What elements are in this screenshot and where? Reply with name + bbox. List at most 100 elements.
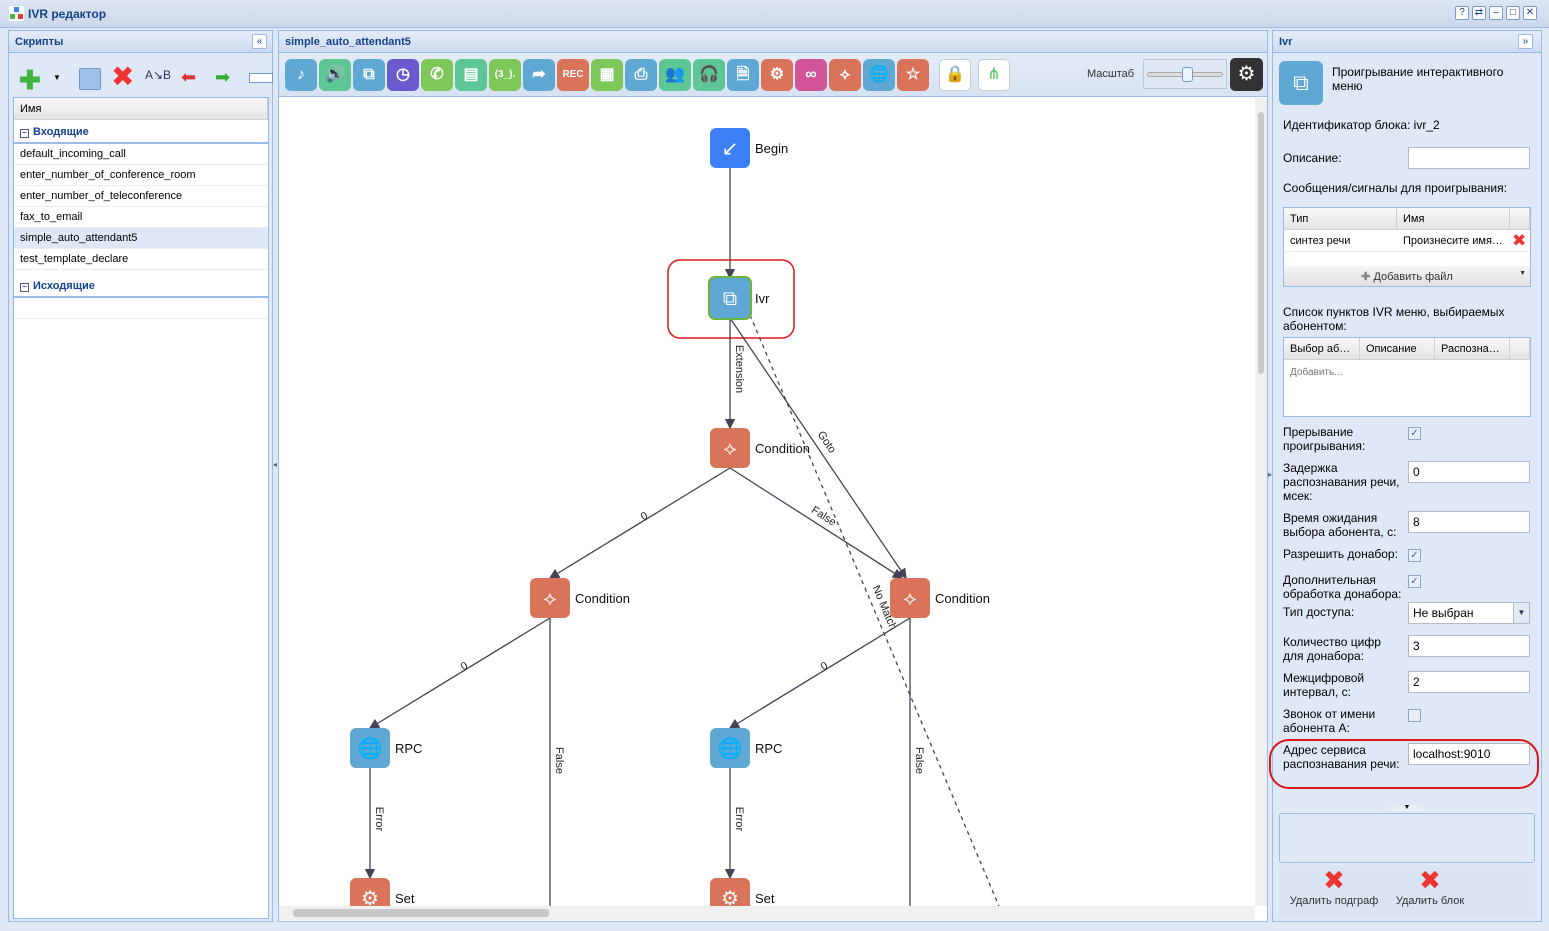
zoom-slider[interactable]: [1143, 59, 1227, 89]
minimize-button[interactable]: –: [1489, 6, 1503, 20]
message-row[interactable]: синтез речи Произнесите имя… ✖: [1284, 230, 1530, 252]
field-checkbox[interactable]: ✓: [1408, 549, 1421, 562]
graph-edge: [749, 314, 1000, 906]
add-dropdown-icon[interactable]: ▼: [53, 73, 61, 82]
tool-contact-card-button[interactable]: ▤: [455, 59, 487, 91]
column-header-actions: [1510, 338, 1530, 360]
tool-clock-button[interactable]: ◷: [387, 59, 419, 91]
tool-digits-button[interactable]: (3_).: [489, 59, 521, 91]
right-splitter[interactable]: ▸: [1268, 470, 1273, 479]
collapse-left-button[interactable]: «: [252, 34, 267, 49]
script-item[interactable]: test_template_declare: [14, 249, 268, 270]
tool-globe-button[interactable]: 🌐: [863, 59, 895, 91]
rename-icon[interactable]: A↘B: [145, 68, 172, 82]
save-icon[interactable]: [79, 68, 101, 90]
restore-button[interactable]: ⇄: [1472, 6, 1486, 20]
properties-panel: Ivr » ⧉ Проигрывание интерактивного меню…: [1269, 30, 1542, 922]
messages-label: Сообщения/сигналы для проигрывания:: [1283, 181, 1507, 195]
script-item[interactable]: simple_auto_attendant5: [14, 228, 268, 249]
close-button[interactable]: ✕: [1523, 6, 1537, 20]
settings-gear-button[interactable]: ⚙: [1230, 58, 1263, 91]
group-header[interactable]: –Входящие: [14, 120, 268, 144]
column-header-recognition[interactable]: Распозна…: [1435, 338, 1510, 360]
left-splitter[interactable]: ◂: [273, 460, 278, 469]
column-header-name[interactable]: Имя: [1397, 208, 1510, 230]
graph-node-condition: [530, 578, 570, 618]
tool-music-button[interactable]: ♪: [285, 59, 317, 91]
description-label: Описание:: [1283, 151, 1342, 165]
field-input[interactable]: 2: [1408, 671, 1530, 693]
ivr-icon: ⧉: [723, 288, 737, 310]
description-input[interactable]: [1408, 147, 1530, 169]
tool-headset-button[interactable]: 🎧: [693, 59, 725, 91]
field-input[interactable]: localhost:9010: [1408, 743, 1530, 765]
vertical-scrollbar[interactable]: [1255, 98, 1267, 906]
tool-record-button[interactable]: REC: [557, 59, 589, 91]
tool-condition-button[interactable]: ⟡: [829, 59, 861, 91]
access-type-select[interactable]: Не выбран▼: [1408, 602, 1530, 624]
field-input[interactable]: 0: [1408, 461, 1530, 483]
delete-message-icon[interactable]: ✖: [1512, 231, 1527, 250]
field-checkbox[interactable]: ✓: [1408, 575, 1421, 588]
import-icon[interactable]: ⬅: [181, 67, 197, 87]
field-input[interactable]: 8: [1408, 511, 1530, 533]
tool-speaker-button[interactable]: 🔊: [319, 59, 351, 91]
column-header-type[interactable]: Тип: [1284, 208, 1397, 230]
expand-handle[interactable]: ▼: [1391, 804, 1423, 811]
field-label: Задержка распознавания речи, мсек:: [1283, 461, 1400, 503]
tool-forward-button[interactable]: ➦: [523, 59, 555, 91]
delete-block-button[interactable]: ✖ Удалить блок: [1385, 865, 1475, 917]
lock-subgraph-button[interactable]: 🔒: [939, 59, 971, 91]
column-header-description[interactable]: Описание: [1360, 338, 1435, 360]
chevron-down-icon[interactable]: ▼: [1513, 603, 1529, 623]
editor-title: simple_auto_attendant5: [285, 36, 411, 48]
tool-phone-button[interactable]: ✆: [421, 59, 453, 91]
tool-gear-button[interactable]: ⚙: [761, 59, 793, 91]
field-label: Прерывание проигрывания:: [1283, 425, 1366, 453]
maximize-button[interactable]: □: [1506, 6, 1520, 20]
delete-subgraph-button[interactable]: ✖ Удалить подграф: [1279, 865, 1389, 917]
tool-fax-button[interactable]: ⎙: [625, 59, 657, 91]
zoom-label: Масштаб: [1087, 68, 1135, 80]
script-item[interactable]: fax_to_email: [14, 207, 268, 228]
delete-icon[interactable]: ✖: [111, 61, 135, 92]
graph-edge: [729, 317, 907, 580]
column-header-name[interactable]: Имя: [14, 98, 268, 120]
condition-icon: ⟡: [543, 588, 556, 610]
script-item[interactable]: default_incoming_call: [14, 144, 268, 165]
edge-label: False: [809, 504, 838, 529]
tool-document-code-button[interactable]: 🗎: [727, 59, 759, 91]
export-icon[interactable]: ➡: [215, 67, 231, 87]
tool-group-button[interactable]: 👥: [659, 59, 691, 91]
group-header[interactable]: –Исходящие: [14, 274, 268, 298]
collapse-right-button[interactable]: »: [1518, 34, 1533, 49]
chevron-down-icon[interactable]: ▼: [1519, 270, 1526, 277]
horizontal-scrollbar[interactable]: [279, 906, 1255, 920]
collapse-group-icon[interactable]: –: [20, 283, 29, 292]
add-file-button[interactable]: ✚ Добавить файл▼: [1284, 266, 1530, 286]
tool-ivr-button[interactable]: ⧉: [353, 59, 385, 91]
tool-form-button[interactable]: ▦: [591, 59, 623, 91]
help-button[interactable]: ?: [1455, 6, 1469, 20]
script-item[interactable]: enter_number_of_conference_room: [14, 165, 268, 186]
graph-edge: [548, 467, 731, 579]
graph-node-condition: [890, 578, 930, 618]
column-header-choice[interactable]: Выбор аб…: [1284, 338, 1360, 360]
field-checkbox[interactable]: [1408, 709, 1421, 722]
tree-layout-button[interactable]: ⋔: [978, 59, 1010, 91]
text-field-icon[interactable]: [249, 73, 273, 83]
field-checkbox[interactable]: ✓: [1408, 427, 1421, 440]
add-menu-item-link[interactable]: Добавить...: [1290, 367, 1343, 378]
graph-node-rpc: [350, 728, 390, 768]
collapse-group-icon[interactable]: –: [20, 129, 29, 138]
field-input[interactable]: 3: [1408, 635, 1530, 657]
add-file-label: Добавить файл: [1373, 271, 1453, 283]
tool-star-button[interactable]: ☆: [897, 59, 929, 91]
script-item[interactable]: enter_number_of_teleconference: [14, 186, 268, 207]
add-icon[interactable]: ✚: [19, 65, 41, 95]
title-bar: IVR редактор ? ⇄ – □ ✕: [0, 0, 1549, 28]
tool-voicemail-button[interactable]: ∞: [795, 59, 827, 91]
zoom-slider-thumb[interactable]: [1182, 67, 1193, 82]
